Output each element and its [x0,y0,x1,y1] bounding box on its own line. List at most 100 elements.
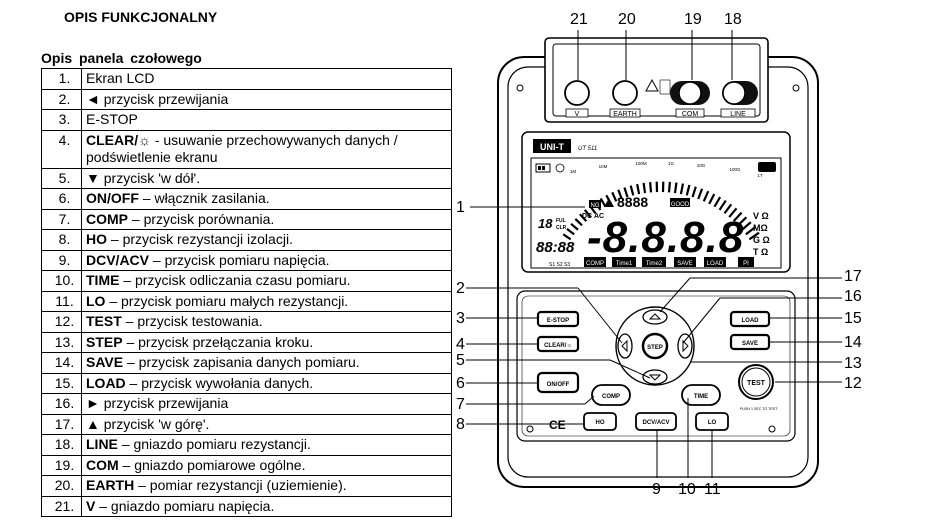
lcd-label-box [738,257,754,267]
row-text: – przycisk zapisania danych pomiaru. [123,354,360,370]
jack-v[interactable]: V [564,80,590,118]
dcvacv-label: DCV/ACV [642,420,669,426]
row-text: ▲ przycisk 'w górę'. [86,415,210,432]
jack-com-label: COM [682,111,699,118]
lcd-label-box [584,257,606,267]
table-row: 21.V – gniazdo pomiaru napięcia. [41,495,452,517]
row-number: 21. [41,495,82,517]
jack-panel [544,37,769,123]
ho-button[interactable] [583,412,617,431]
lcd-good: GOOD [671,202,690,208]
row-description: Ekran LCD [81,68,452,90]
lcd-unit: MΩ [753,223,768,233]
bargraph-segment [728,207,738,218]
callout-15: 15 [844,310,862,327]
jack-earth[interactable]: EARTH [609,80,641,118]
left-button[interactable] [617,333,633,359]
row-key: LINE [86,436,118,452]
right-button[interactable] [677,333,693,359]
lcd-label: Time1 [616,261,633,267]
table-row: 1.Ekran LCD [41,68,452,90]
save-label: SAVE [742,341,758,347]
row-description: LINE – gniazdo pomiaru rezystancji. [81,434,452,456]
callout-13: 13 [844,355,862,372]
bargraph-segment [713,196,722,208]
lcd-ng: NG [591,203,600,209]
screw-right-icon [768,425,776,433]
table-row: 11.LO – przycisk pomiaru małych rezystan… [41,290,452,312]
test-button[interactable] [738,364,774,400]
jack-com[interactable]: COM [670,81,710,118]
row-key: LO [86,292,106,309]
estop-button[interactable] [536,310,580,328]
callout-11: 11 [704,481,721,498]
jack-line[interactable]: LINE [720,81,758,118]
callout-21: 21 [570,11,588,28]
jack-earth-label: EARTH [613,111,637,118]
row-text: – włącznik zasilania. [138,190,270,206]
row-text: ▼ przycisk 'w dół'. [86,169,201,186]
row-text: Ekran LCD [86,70,155,86]
row-key: V [86,497,96,514]
row-description: LO – przycisk pomiaru małych rezystancji… [81,290,452,312]
table-row: 14.SAVE – przycisk zapisania danych pomi… [41,352,452,374]
lcd-screen [530,157,782,269]
up-button[interactable] [642,309,668,325]
lcd-ac: AC [594,213,604,220]
row-key: LOAD [86,374,126,391]
lcd-label: Time2 [646,261,663,267]
time-button[interactable] [681,384,721,406]
model-label: UT 511 [578,146,597,152]
callout-5: 5 [456,352,465,369]
scale-label: 100M [635,161,647,166]
row-text: – przycisk rezystancji izolacji. [107,231,293,247]
table-row: 20.EARTH – pomiar rezystancji (uziemieni… [41,475,452,497]
table-row: 10.TIME – przycisk odliczania czasu pomi… [41,270,452,292]
row-key: COM [86,456,119,473]
row-description: CLEAR/☼ - usuwanie przechowywanych danyc… [81,129,452,169]
load-button[interactable] [729,310,771,328]
row-description: ▲ przycisk 'w górę'. [81,413,452,435]
bargraph-segment [679,183,685,195]
bargraph-segment [741,221,752,231]
step-button[interactable] [641,332,669,360]
ho-label: HO [596,420,605,426]
callout-17: 17 [844,268,862,285]
scale-label: 10M [599,164,608,169]
bargraph-segment [583,209,592,218]
table-row: 5.▼ przycisk 'w dół'. [41,167,452,189]
row-key: DCV/ACV [86,251,150,268]
comp-button[interactable] [591,384,631,406]
row-key: CLEAR/☼ [86,131,151,148]
row-number: 11. [41,290,82,312]
bargraph-segment [623,187,629,198]
row-number: 12. [41,311,82,333]
table-row: 12.TEST – przycisk testowania. [41,311,452,333]
warning-icon [645,78,671,95]
bargraph-segment [685,184,691,196]
lcd-label: LOAD [707,261,724,267]
lcd-dc: DC [582,213,592,220]
dcvacv-button[interactable] [635,412,677,431]
down-button[interactable] [642,369,668,385]
lcd-label-box [704,257,726,267]
callout-19: 19 [684,11,702,28]
bargraph-segment [642,182,647,194]
row-description: SAVE – przycisk zapisania danych pomiaru… [81,352,452,374]
row-description: DCV/ACV – przycisk pomiaru napięcia. [81,249,452,271]
row-description: V – gniazdo pomiaru napięcia. [81,495,452,517]
table-row: 3.E-STOP [41,109,452,131]
callout-12: 12 [844,375,862,392]
row-text: - usuwanie przechowywanych danych / podś… [86,131,398,166]
lcd-clr: CLR [556,225,567,231]
estop-label: E-STOP [547,318,569,324]
row-text: – przycisk testowania. [121,313,263,329]
row-number: 18. [41,434,82,456]
lcd-label-box [674,257,696,267]
row-text: – przycisk odliczania czasu pomiaru. [119,272,351,288]
row-description: ON/OFF – włącznik zasilania. [81,188,452,210]
step-button-label: STEP [647,345,663,351]
